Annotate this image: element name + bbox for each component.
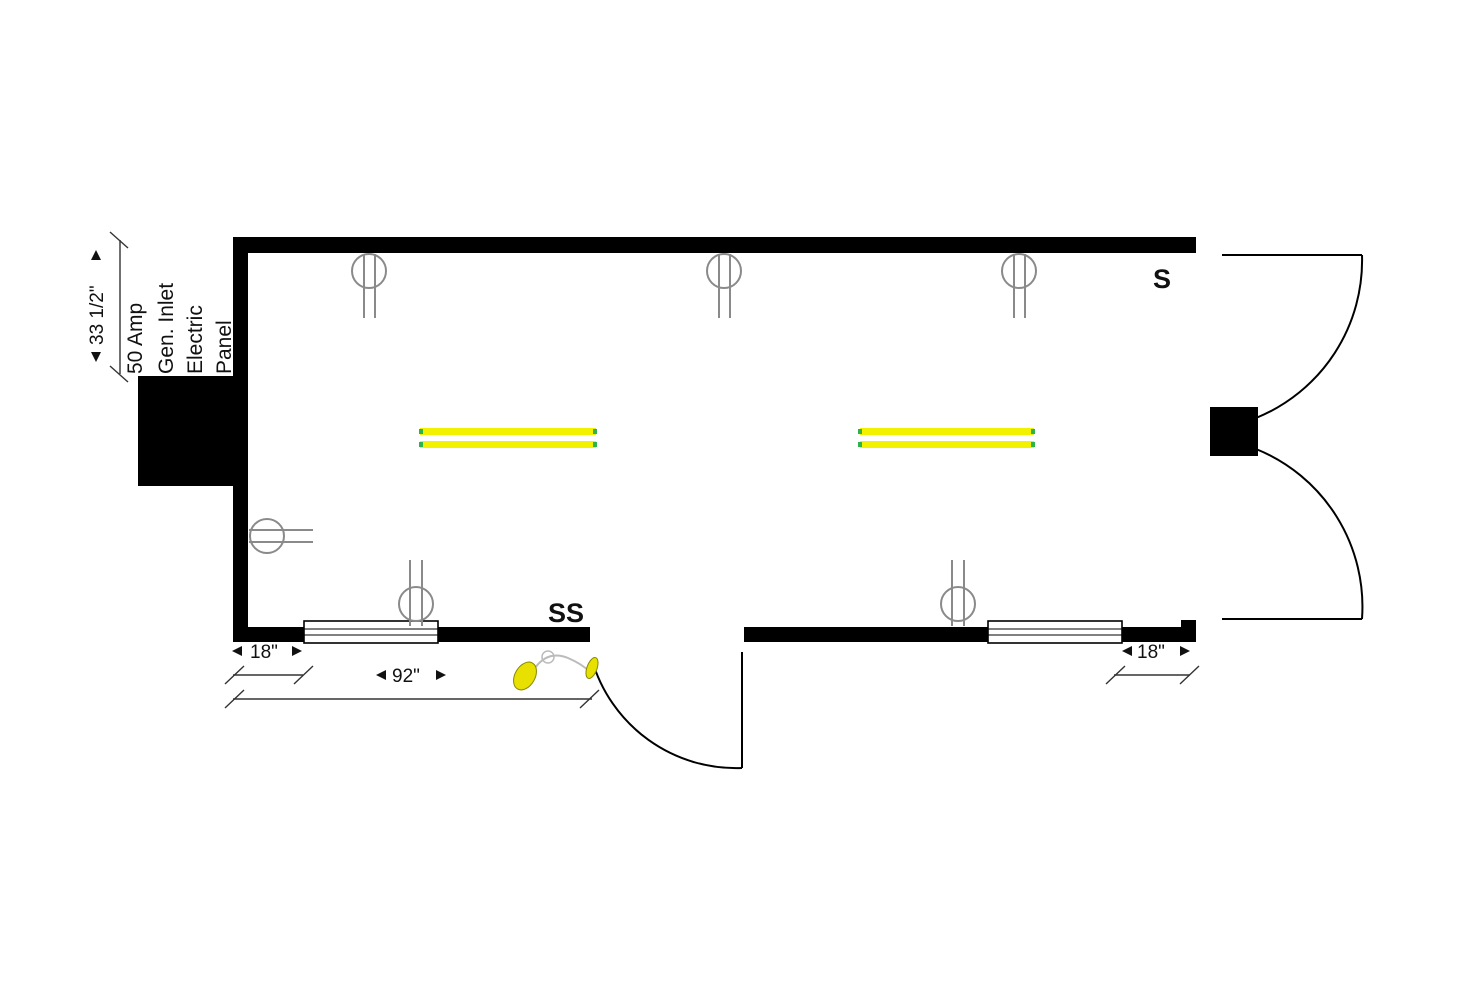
bottom-wall-left-segment-a — [233, 627, 305, 642]
top-wall — [233, 237, 1196, 253]
entry-door — [591, 652, 743, 770]
panel-label: 50 Amp Gen. Inlet Electric Panel — [124, 283, 236, 374]
arrow-right-icon — [436, 670, 446, 680]
arrow-right-icon — [292, 646, 302, 656]
panel-width-label: 33 1/2" — [87, 285, 108, 345]
outlets — [249, 253, 1037, 626]
bottom-wall-left-segment-b — [438, 627, 590, 642]
bottom-wall-right-segment-a — [744, 627, 988, 642]
duplex-outlet-icon — [249, 518, 313, 554]
walls — [233, 237, 1196, 642]
left-wall — [233, 237, 248, 642]
panel-label-line-1: 50 Amp — [124, 303, 147, 374]
exterior-light-icon — [513, 650, 599, 691]
fluorescent-light-icon — [420, 441, 596, 448]
arrow-up-icon — [91, 250, 101, 260]
light-fixture-left — [419, 428, 597, 448]
window-right — [987, 620, 1123, 644]
left-offset-dimension: 18" — [224, 642, 314, 685]
left-offset-label: 18" — [250, 642, 278, 663]
arrow-right-icon — [1180, 646, 1190, 656]
right-offset-dimension: 18" — [1105, 642, 1200, 685]
fluorescent-light-icon — [860, 441, 1034, 448]
arrow-left-icon — [1122, 646, 1132, 656]
arrow-down-icon — [91, 352, 101, 362]
panel-label-line-3: Electric — [184, 305, 207, 374]
duplex-outlet-icon — [940, 560, 976, 626]
fluorescent-light-icon — [420, 428, 596, 435]
bottom-wall-right-segment-b — [1122, 627, 1181, 642]
panel-label-line-4: Panel — [213, 320, 236, 374]
arrow-left-icon — [232, 646, 242, 656]
window-left — [303, 620, 439, 644]
duplex-outlet-icon — [351, 253, 387, 318]
light-fixture-right — [858, 428, 1035, 448]
right-offset-label: 18" — [1137, 642, 1165, 663]
light-switch-icon: S — [1153, 264, 1171, 294]
panel-label-line-2: Gen. Inlet — [155, 283, 178, 374]
bottom-right-wall-stub — [1181, 620, 1196, 642]
duplex-outlet-icon — [398, 560, 434, 626]
arrow-left-icon — [376, 670, 386, 680]
electric-panel-icon — [138, 376, 234, 486]
double-door — [1210, 254, 1364, 620]
window-width-dimension: 92" — [224, 666, 600, 709]
duplex-outlet-icon — [1001, 253, 1037, 318]
window-width-label: 92" — [392, 666, 420, 687]
fluorescent-light-icon — [860, 428, 1034, 435]
light-switch-icon: SS — [548, 598, 584, 628]
duplex-outlet-icon — [706, 253, 742, 318]
panel-width-dimension: 33 1/2" — [87, 231, 129, 383]
door-latch-block — [1210, 407, 1258, 456]
